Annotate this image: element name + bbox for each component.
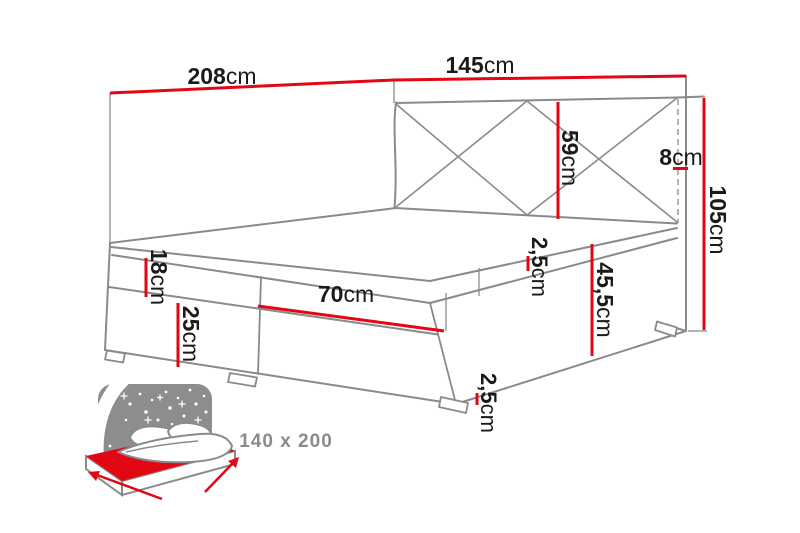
dimension-lines	[109, 74, 706, 405]
headboard-left-edge	[393, 101, 397, 209]
bed-size-icon: 140 x 200	[85, 370, 333, 501]
label-headboard-thickness: 8cm	[659, 144, 702, 170]
mattress-box-seam	[108, 286, 439, 336]
label-headboard-panel-height: 59cm	[557, 130, 583, 186]
foot-mid-left	[227, 372, 258, 388]
dim-line-total-width	[393, 74, 687, 82]
label-mattress-height: 18cm	[146, 249, 172, 305]
label-box-height: 25cm	[178, 306, 204, 362]
foot-right	[654, 320, 678, 338]
near-corner-edge	[429, 302, 457, 405]
drawer-divider	[257, 276, 262, 375]
headboard-bottom-edge	[394, 207, 678, 225]
label-topper-thickness: 2,5cm	[527, 237, 552, 297]
dimension-labels: 208cm 145cm 59cm 8cm 105cm 2,5cm 45,5cm …	[146, 52, 731, 433]
mattress-rear-edge	[109, 207, 397, 244]
icon-bedding	[117, 421, 233, 464]
bed-outline	[104, 75, 705, 414]
label-total-width: 145cm	[445, 52, 514, 78]
label-headboard-height: 105cm	[705, 185, 731, 254]
label-base-side-height: 45,5cm	[592, 262, 618, 337]
extension-lines	[109, 80, 707, 332]
label-drawer-width: 70cm	[318, 281, 374, 307]
dim-line-drawer-width	[257, 304, 445, 333]
icon-length-arrow	[204, 462, 234, 493]
cross-right-diagonal-2	[526, 97, 678, 216]
cross-right-diagonal-1	[526, 100, 678, 223]
icon-blanket	[117, 432, 233, 464]
icon-width-arrow	[96, 473, 163, 501]
foot-end-left-edge	[104, 242, 111, 351]
cross-left-diagonal-1	[395, 103, 528, 216]
headboard-cross-pattern	[395, 97, 678, 223]
foot-left	[104, 349, 126, 364]
icon-size-arrows	[88, 457, 239, 501]
icon-width-arrowhead	[88, 471, 100, 481]
headboard-top-edge	[395, 95, 705, 104]
label-total-length: 208cm	[187, 63, 256, 89]
icon-length-arrowhead	[228, 457, 239, 468]
icon-blanket-fold	[125, 440, 199, 453]
dim-line-total-length	[109, 78, 395, 95]
label-feet-height: 2,5cm	[476, 373, 501, 433]
icon-size-label: 140 x 200	[239, 431, 333, 452]
cross-left-diagonal-2	[395, 100, 528, 208]
topper-top-edge	[110, 227, 678, 282]
foot-center	[438, 396, 469, 414]
